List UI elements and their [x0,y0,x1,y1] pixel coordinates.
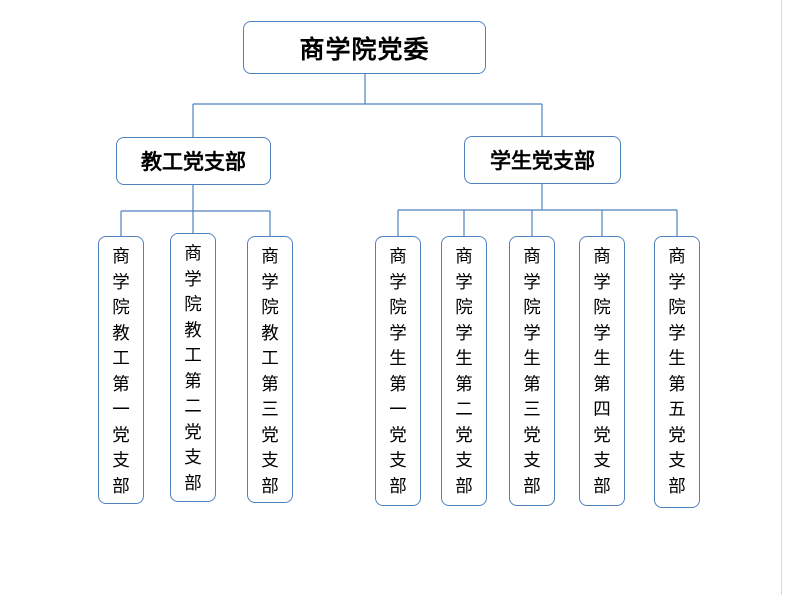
branch-node-label: 学生党支部 [490,148,595,173]
branch-node-student: 学生党支部 [464,136,621,184]
leaf-node-label: 商学院学生第四党支部 [593,247,611,497]
leaf-node-label: 商学院学生第三党支部 [523,247,541,497]
root-node-label: 商学院党委 [299,34,430,64]
leaf-node-label: 商学院学生第五党支部 [668,247,686,497]
leaf-node-student-3: 商学院学生第三党支部 [509,236,555,506]
page-edge-divider [781,0,782,595]
leaf-node-label: 商学院教工第二党支部 [184,244,202,494]
leaf-node-student-2: 商学院学生第二党支部 [441,236,487,506]
leaf-node-student-1: 商学院学生第一党支部 [375,236,421,506]
root-node: 商学院党委 [243,21,486,74]
leaf-node-student-4: 商学院学生第四党支部 [579,236,625,506]
leaf-node-label: 商学院教工第三党支部 [261,247,279,497]
leaf-node-label: 商学院学生第一党支部 [389,247,407,497]
leaf-node-faculty-2: 商学院教工第二党支部 [170,233,216,502]
branch-node-faculty: 教工党支部 [116,137,271,185]
branch-node-label: 教工党支部 [141,149,246,174]
leaf-node-label: 商学院教工第一党支部 [112,247,130,497]
leaf-node-student-5: 商学院学生第五党支部 [654,236,700,508]
leaf-node-faculty-3: 商学院教工第三党支部 [247,236,293,503]
leaf-node-faculty-1: 商学院教工第一党支部 [98,236,144,504]
leaf-node-label: 商学院学生第二党支部 [455,247,473,497]
